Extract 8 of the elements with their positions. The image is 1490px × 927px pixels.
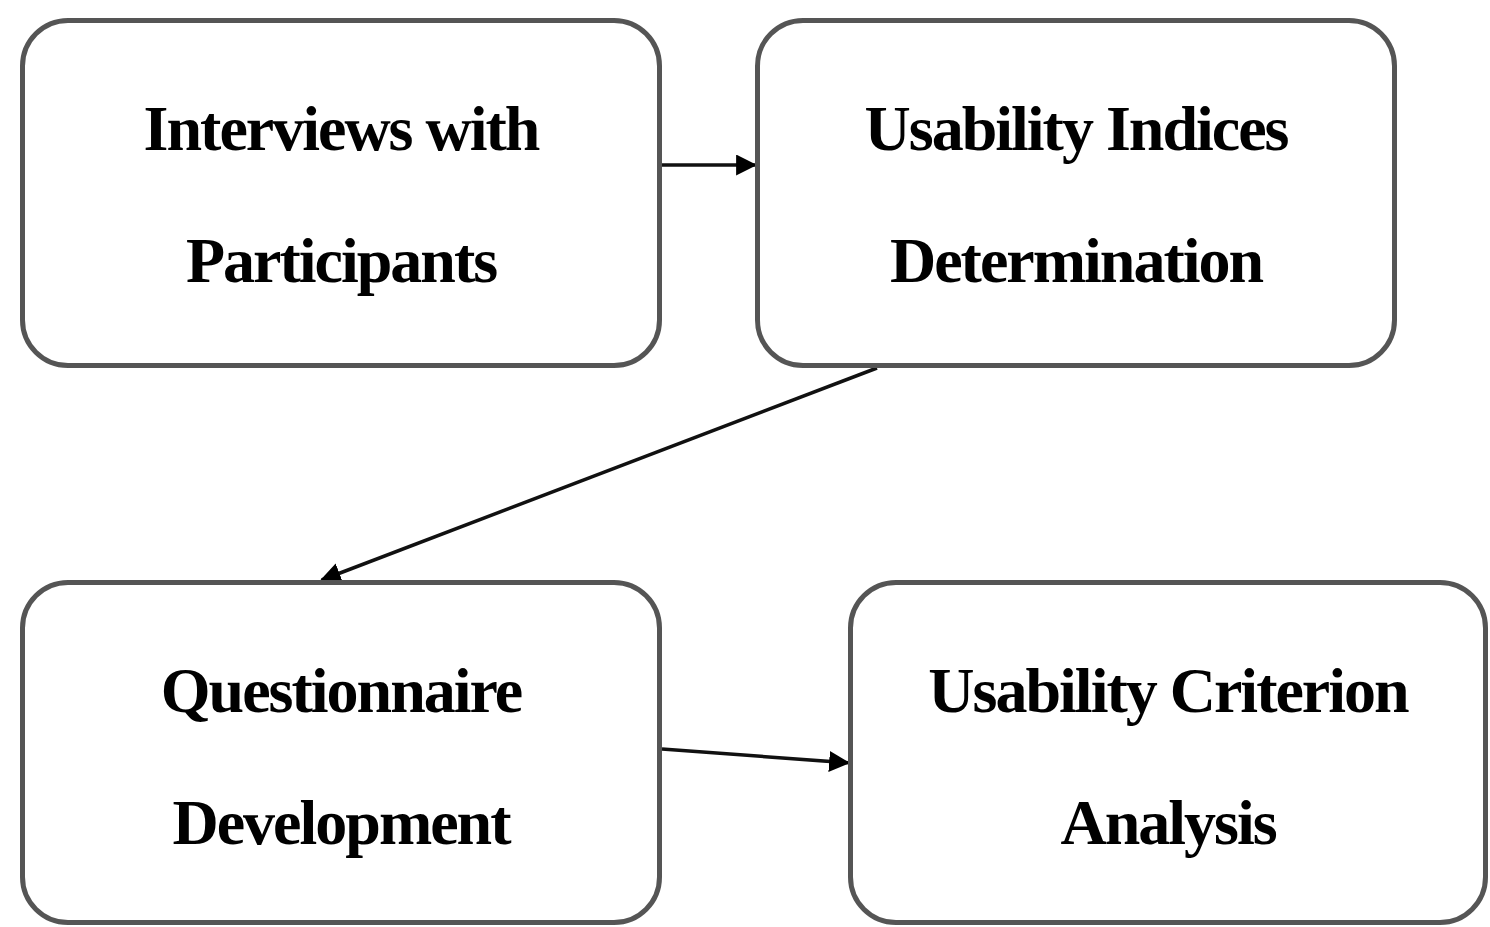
process-box <box>755 18 1397 368</box>
process-box <box>20 580 662 925</box>
step-label: Interviews with Participants <box>142 92 540 298</box>
step-label: Usability Indices Determination <box>863 92 1289 298</box>
step-label: Questionnaire Development <box>159 654 523 860</box>
step-label: Usability Criterion Analysis <box>928 654 1408 860</box>
process-box <box>848 580 1488 925</box>
process-box <box>20 18 662 368</box>
